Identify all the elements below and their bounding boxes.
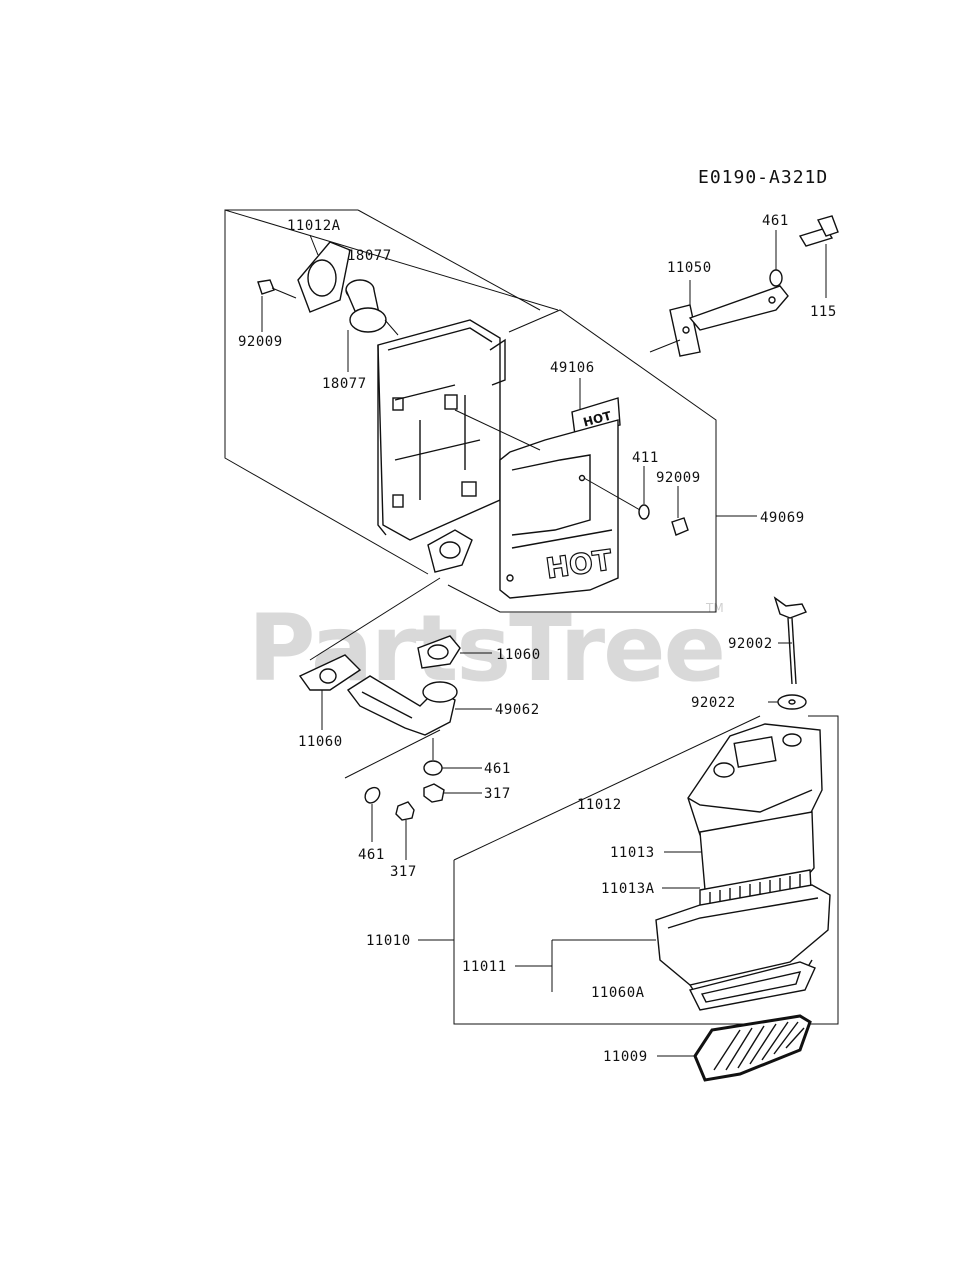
washer-461-low[interactable] bbox=[364, 786, 381, 804]
callout-11013A: 11013A bbox=[601, 881, 655, 897]
callout-11012: 11012 bbox=[577, 797, 622, 813]
leader-411-line bbox=[583, 477, 641, 511]
washer-461-upper[interactable] bbox=[769, 269, 783, 287]
callout-11009: 11009 bbox=[603, 1049, 648, 1065]
gasket-11060A[interactable] bbox=[688, 961, 816, 1011]
callout-18077-lower: 18077 bbox=[322, 376, 367, 392]
callout-411: 411 bbox=[632, 450, 659, 466]
callout-317-right: 317 bbox=[484, 786, 511, 802]
screw-92009-lower[interactable] bbox=[671, 517, 689, 536]
filter-element-11009[interactable] bbox=[693, 1014, 812, 1082]
callout-18077-upper: 18077 bbox=[347, 248, 392, 264]
diagram-code: E0190-A321D bbox=[698, 167, 828, 188]
air-cleaner-group-outline bbox=[418, 715, 839, 1025]
leader-18077-upper bbox=[384, 319, 399, 336]
callout-461-mid: 461 bbox=[484, 761, 511, 777]
gasket-11060-left[interactable] bbox=[298, 654, 362, 691]
callout-11013: 11013 bbox=[610, 845, 655, 861]
exhaust-pipe-group-outline bbox=[309, 577, 441, 779]
muffler[interactable] bbox=[377, 319, 506, 541]
callout-92022: 92022 bbox=[691, 695, 736, 711]
callout-11011: 11011 bbox=[462, 959, 507, 975]
gasket-11012A[interactable] bbox=[297, 241, 351, 313]
callout-49069: 49069 bbox=[760, 510, 805, 526]
callout-11060-right: 11060 bbox=[496, 647, 541, 663]
washer-92022[interactable] bbox=[777, 694, 807, 710]
callout-11050: 11050 bbox=[667, 260, 712, 276]
watermark-trademark: TM bbox=[705, 601, 724, 615]
washer-461-mid[interactable] bbox=[423, 760, 443, 776]
nut-317-low[interactable] bbox=[395, 801, 415, 821]
nut-317-right[interactable] bbox=[423, 783, 445, 803]
callout-11012A: 11012A bbox=[287, 218, 341, 234]
wing-bolt-92002[interactable] bbox=[773, 596, 807, 685]
callout-92009-upper: 92009 bbox=[238, 334, 283, 350]
exhaust-pipe-49062[interactable] bbox=[346, 675, 458, 736]
callout-317-low: 317 bbox=[390, 864, 417, 880]
bracket-11050[interactable] bbox=[669, 285, 789, 357]
spark-arrester-18077[interactable] bbox=[345, 279, 387, 333]
bolt-115[interactable] bbox=[798, 215, 839, 247]
muffler-outlet-flange[interactable] bbox=[427, 529, 473, 573]
callout-461-upper: 461 bbox=[762, 213, 789, 229]
callout-49062: 49062 bbox=[495, 702, 540, 718]
callout-115: 115 bbox=[810, 304, 837, 320]
muffler-group-outline bbox=[224, 209, 559, 575]
heat-shield-main[interactable]: HOT bbox=[454, 409, 619, 599]
callout-11060A: 11060A bbox=[591, 985, 645, 1001]
heat-shield-group-outline bbox=[447, 309, 757, 613]
nut-411[interactable] bbox=[638, 504, 650, 520]
callout-92009-lower: 92009 bbox=[656, 470, 701, 486]
callout-11060-left: 11060 bbox=[298, 734, 343, 750]
leader-11012A bbox=[309, 234, 319, 256]
callout-11010: 11010 bbox=[366, 933, 411, 949]
callout-92002: 92002 bbox=[728, 636, 773, 652]
leader-11050-lower bbox=[649, 339, 681, 353]
callout-461-low: 461 bbox=[358, 847, 385, 863]
leader-11011 bbox=[515, 939, 656, 992]
callout-49106: 49106 bbox=[550, 360, 595, 376]
bolt-92009-upper[interactable] bbox=[257, 279, 297, 299]
gasket-11060-right[interactable] bbox=[417, 635, 461, 669]
